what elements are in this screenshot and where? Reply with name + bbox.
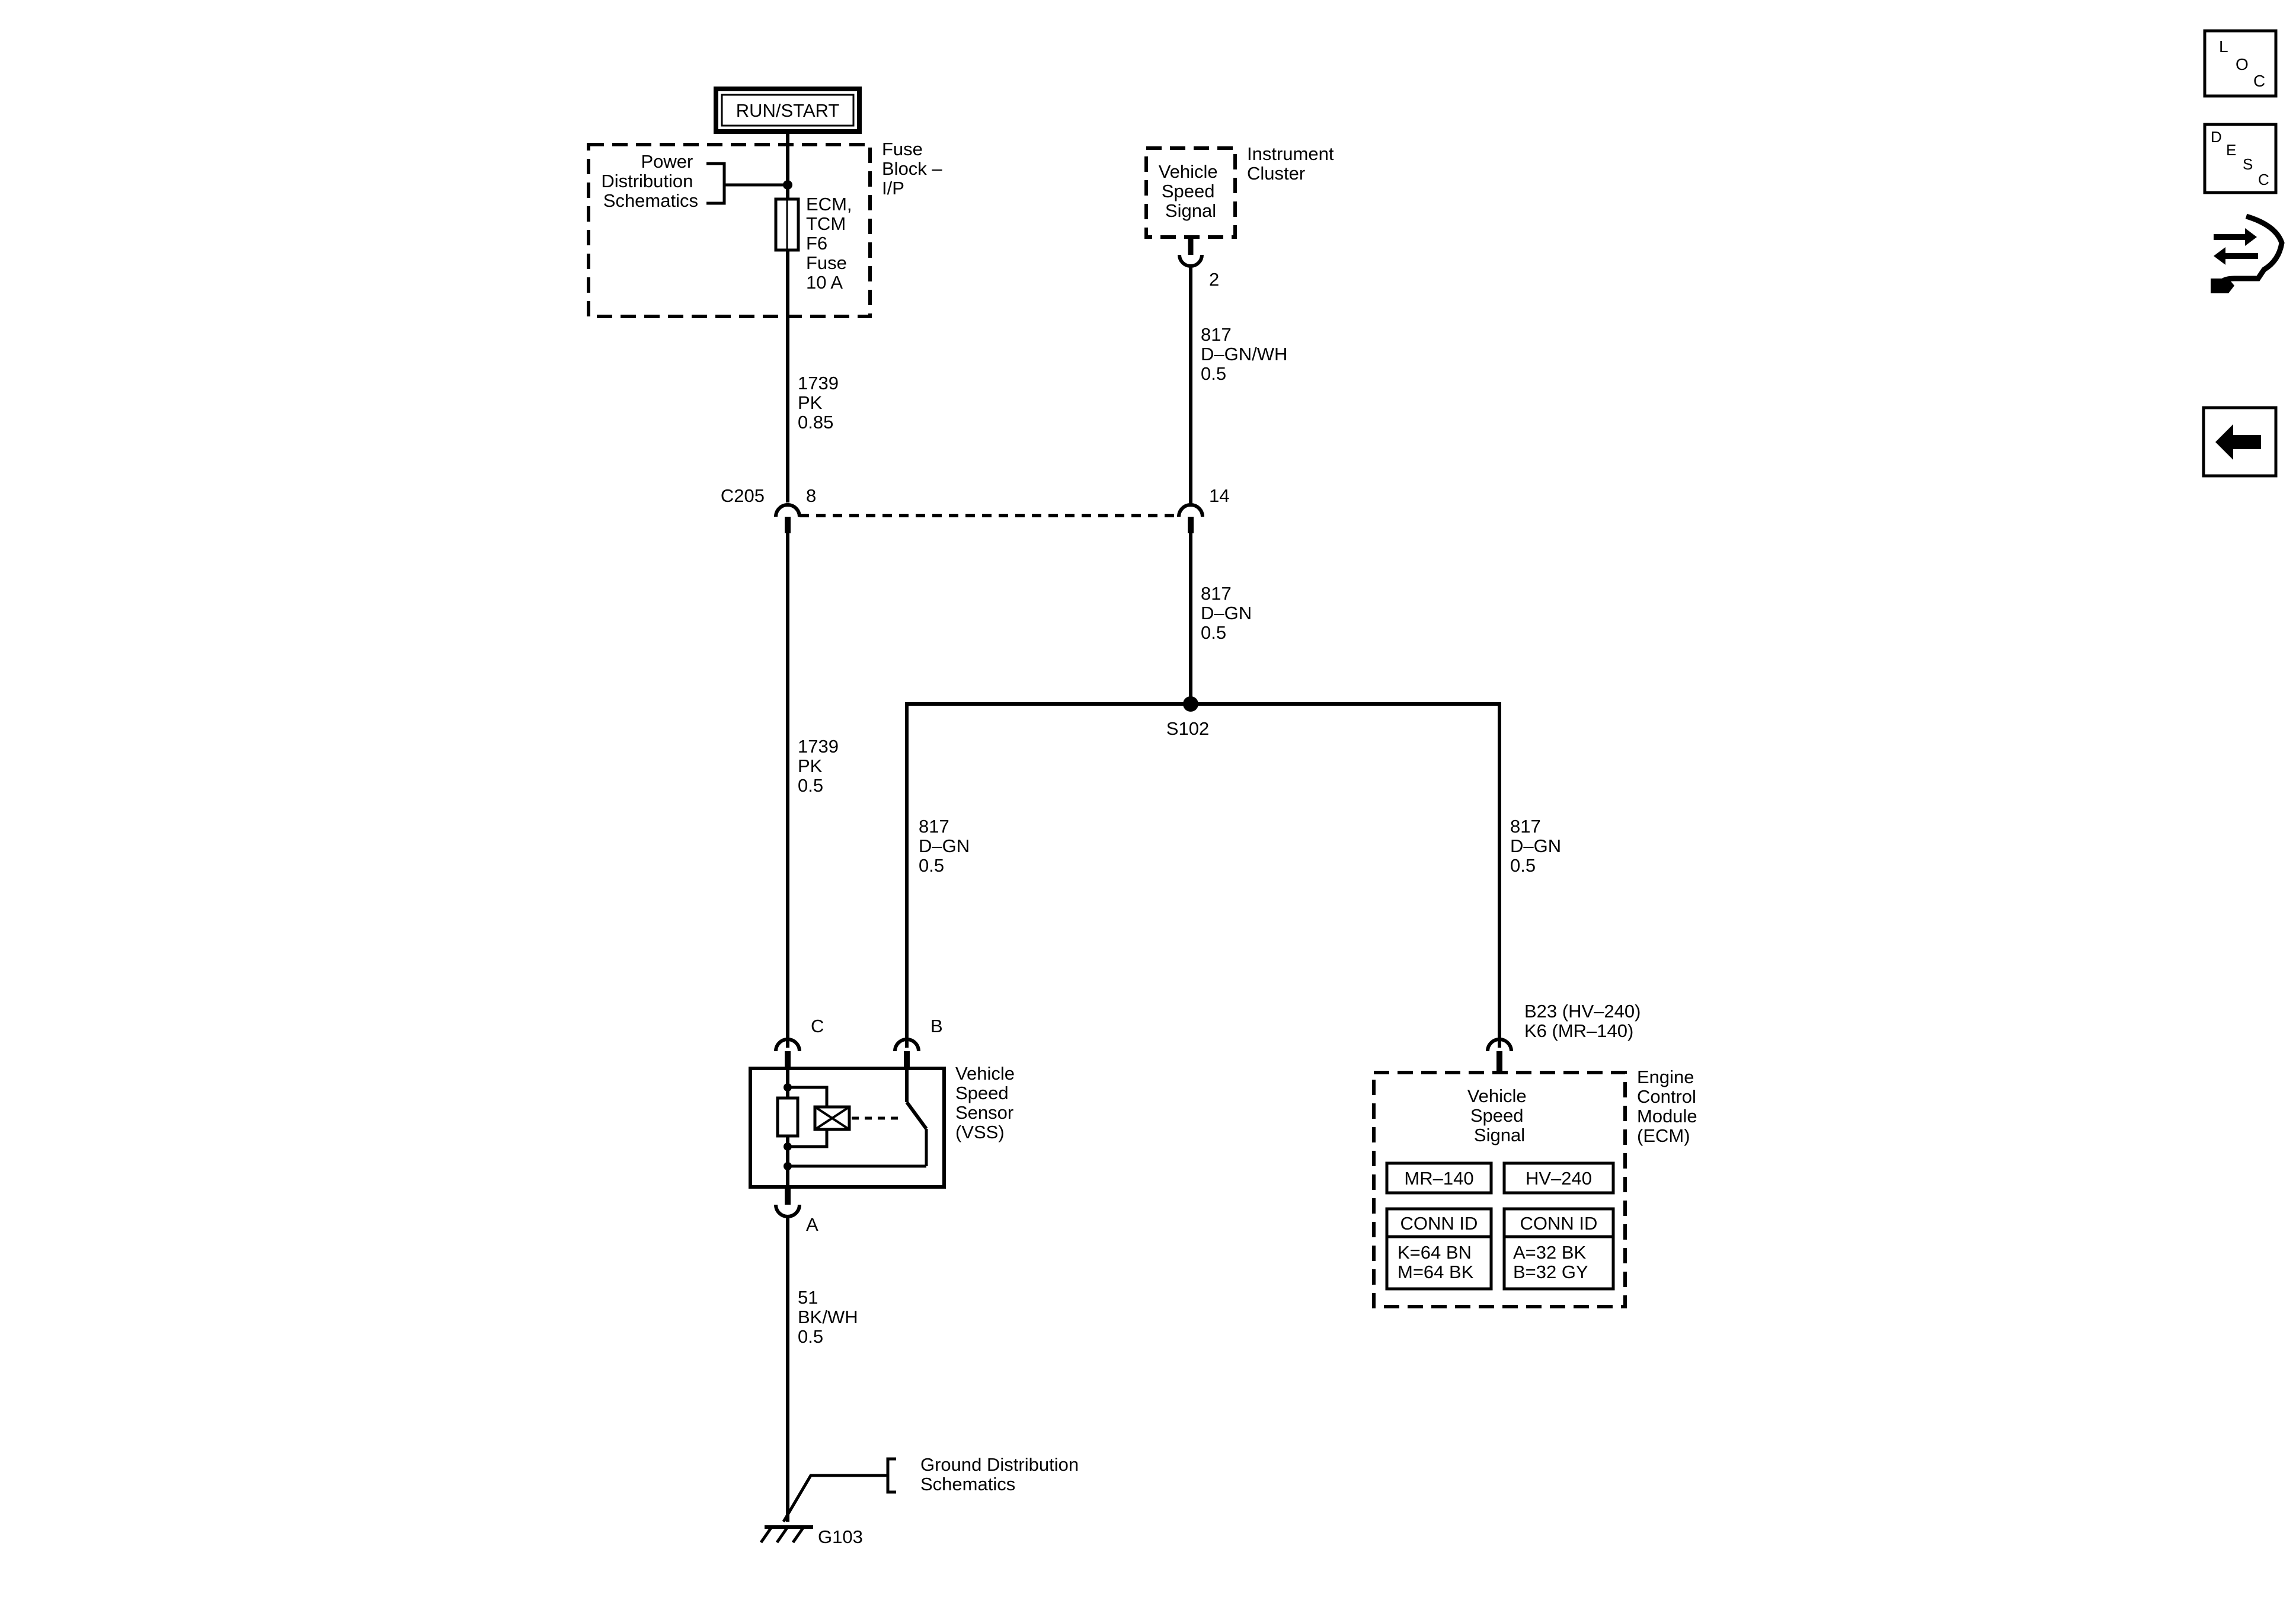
vss-pin-a-label: A <box>806 1214 818 1235</box>
ecm-variant-hv240-label: HV–240 <box>1526 1168 1592 1189</box>
ecm-signal-label: Vehicle Speed Signal <box>1467 1086 1532 1145</box>
connector-c205[interactable]: C205 8 14 <box>721 485 1230 533</box>
ecm-pin-labels: B23 (HV–240) K6 (MR–140) <box>1524 1001 1646 1041</box>
c205-pin-14-label: 14 <box>1209 485 1229 506</box>
ground-g103[interactable]: Ground Distribution Schematics G103 <box>759 1454 1084 1547</box>
c205-pin-8-icon <box>774 503 801 517</box>
wire-817-mid-label: 817 D–GN 0.5 <box>1201 583 1257 643</box>
back-button[interactable] <box>2202 406 2278 478</box>
power-distribution-ref[interactable]: Power Distribution Schematics <box>601 151 698 211</box>
cluster-pin-2-label: 2 <box>1209 269 1219 290</box>
ecm-variant-mr140 <box>1385 1161 1493 1195</box>
vehicle-speed-sensor[interactable]: C B Vehicle Speed Sensor (VSS) <box>749 1016 1020 1235</box>
c205-pin-14-icon <box>1177 503 1204 517</box>
connector-swap-icon[interactable] <box>2211 213 2285 293</box>
desc-letter-d: D <box>2211 128 2222 146</box>
loc-letter-o: O <box>2236 55 2249 73</box>
cluster-signal-label: Vehicle Speed Signal <box>1159 161 1223 221</box>
engine-control-module[interactable]: B23 (HV–240) K6 (MR–140) Engine Control … <box>1372 1001 1702 1308</box>
vss-pin-c-icon <box>774 1038 801 1052</box>
ground-ref-link <box>782 1474 877 1523</box>
ecm-variant-mr140-label: MR–140 <box>1404 1168 1473 1189</box>
splice-s102-label: S102 <box>1166 718 1209 739</box>
ecm-pin-icon <box>1486 1038 1513 1052</box>
wire-817-top-label: 817 D–GN/WH 0.5 <box>1201 324 1293 384</box>
pds-bracket <box>706 162 726 205</box>
vss-pin-b-icon <box>893 1038 920 1052</box>
desc-letter-c: C <box>2258 171 2269 188</box>
loc-letter-c: C <box>2253 72 2265 90</box>
vss-name: Vehicle Speed Sensor (VSS) <box>955 1063 1020 1142</box>
vss-pin-b-label: B <box>930 1016 943 1036</box>
vss-switch-icon <box>905 1101 928 1130</box>
vss-pin-a-icon <box>774 1204 801 1218</box>
connector-c205-label: C205 <box>721 485 765 506</box>
vss-resistor-icon <box>776 1096 800 1138</box>
ecm-conn-id-mr140 <box>1385 1207 1493 1291</box>
ecm-outline <box>1372 1071 1627 1308</box>
desc-letter-s: S <box>2243 155 2253 173</box>
ground-g103-label: G103 <box>818 1526 863 1547</box>
ground-distribution-ref[interactable]: Ground Distribution Schematics <box>920 1454 1084 1494</box>
cluster-pin-2-icon <box>1178 254 1204 268</box>
c205-pin-8-label: 8 <box>806 485 816 506</box>
desc-button[interactable]: D E S C <box>2203 123 2278 194</box>
ecm-variant-hv240 <box>1502 1161 1615 1195</box>
wire-1739-lower-label: 1739 PK 0.5 <box>798 736 844 796</box>
loc-button-frame <box>2203 29 2278 98</box>
loc-button[interactable]: L O C <box>2203 29 2278 98</box>
wire-51-label: 51 BK/WH 0.5 <box>798 1287 863 1347</box>
ecm-conn-id-hv240-values: A=32 BK B=32 GY <box>1513 1242 1591 1282</box>
back-button-frame <box>2202 406 2278 478</box>
fuse-block-outline <box>587 143 872 318</box>
run-start-source[interactable]: RUN/START <box>714 87 862 134</box>
ground-ref-bracket <box>886 1457 896 1494</box>
loc-letter-l: L <box>2219 37 2228 56</box>
vss-pin-c-label: C <box>811 1016 824 1036</box>
fuse-block: Fuse Block – I/P Power Distribution Sche… <box>587 139 947 318</box>
wire-1739-upper-label: 1739 PK 0.85 <box>798 373 844 433</box>
instrument-cluster: Vehicle Speed Signal Instrument Cluster … <box>1144 143 1339 290</box>
run-start-label: RUN/START <box>736 100 840 121</box>
back-arrow-icon <box>2215 424 2261 460</box>
desc-letter-e: E <box>2226 141 2236 159</box>
ecm-conn-id-hv240-title: CONN ID <box>1520 1213 1598 1234</box>
splice-s102-branches <box>905 702 1501 1048</box>
cluster-name: Instrument Cluster <box>1247 143 1339 184</box>
ecm-conn-id-mr140-values: K=64 BN M=64 BK <box>1398 1242 1477 1282</box>
fuse-block-title: Fuse Block – I/P <box>882 139 947 199</box>
fuse-f6-label: ECM, TCM F6 Fuse 10 A <box>806 194 857 293</box>
ecm-name: Engine Control Module (ECM) <box>1637 1067 1702 1146</box>
desc-button-frame <box>2203 123 2278 194</box>
ecm-conn-id-hv240 <box>1502 1207 1615 1291</box>
splice-s102-dot <box>1183 696 1198 712</box>
splice-s102[interactable]: S102 <box>905 696 1501 1048</box>
wire-817-left-label: 817 D–GN 0.5 <box>919 816 975 876</box>
ecm-conn-id-mr140-title: CONN ID <box>1400 1213 1478 1234</box>
wire-817-right-label: 817 D–GN 0.5 <box>1510 816 1566 876</box>
